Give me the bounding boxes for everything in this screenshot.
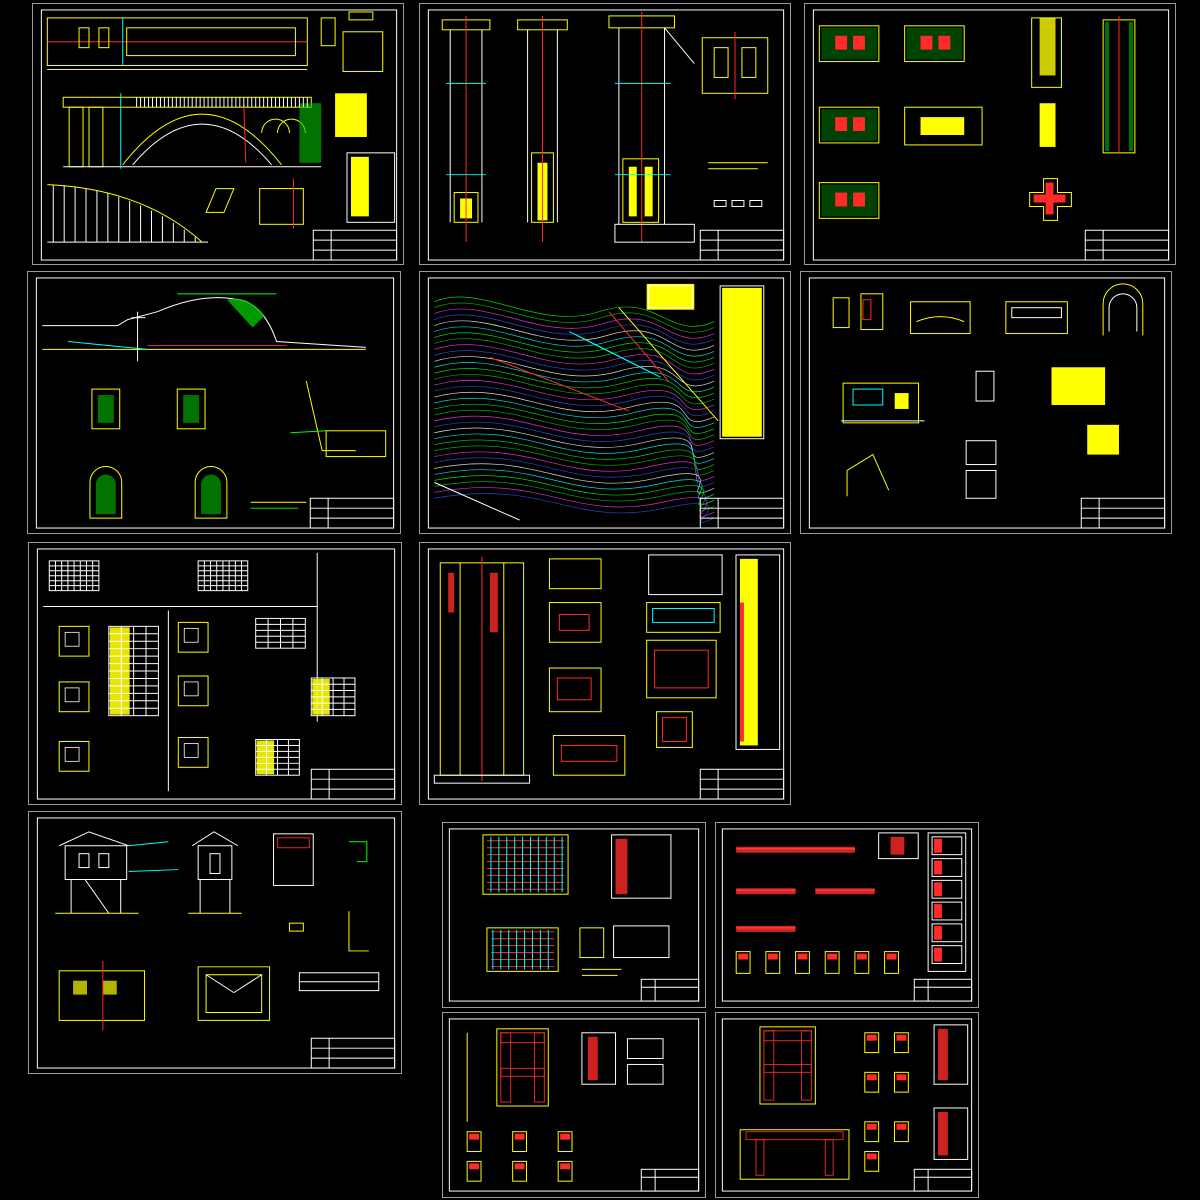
- sheet-3-drawing: [812, 9, 1170, 261]
- drawing-sheet-7[interactable]: [28, 542, 402, 805]
- sheet-9-drawing: [36, 817, 396, 1069]
- drawing-sheet-6[interactable]: [800, 271, 1172, 534]
- sheet-1-drawing: [40, 9, 398, 261]
- sheet-2-drawing: [427, 9, 785, 261]
- sheet-13-drawing: [721, 1018, 973, 1192]
- drawing-sheet-8[interactable]: [419, 542, 791, 805]
- drawing-sheet-1[interactable]: [32, 3, 404, 265]
- sheet-10-drawing: [448, 828, 700, 1002]
- drawing-sheet-10[interactable]: [442, 822, 706, 1008]
- drawing-sheet-9[interactable]: [28, 811, 402, 1074]
- drawing-sheet-4[interactable]: [27, 271, 401, 534]
- sheet-5-drawing: [427, 277, 785, 529]
- drawing-sheet-3[interactable]: [804, 3, 1176, 265]
- drawing-sheet-5[interactable]: [419, 271, 791, 534]
- sheet-7-drawing: [36, 548, 396, 800]
- drawing-sheet-2[interactable]: [419, 3, 791, 265]
- sheet-4-drawing: [35, 277, 395, 529]
- sheet-12-drawing: [448, 1018, 700, 1192]
- drawing-sheet-11[interactable]: [715, 822, 979, 1008]
- sheet-11-drawing: [721, 828, 973, 1002]
- drawing-sheet-13[interactable]: [715, 1012, 979, 1198]
- drawing-sheet-12[interactable]: [442, 1012, 706, 1198]
- sheet-6-drawing: [808, 277, 1166, 529]
- sheet-8-drawing: [427, 548, 785, 800]
